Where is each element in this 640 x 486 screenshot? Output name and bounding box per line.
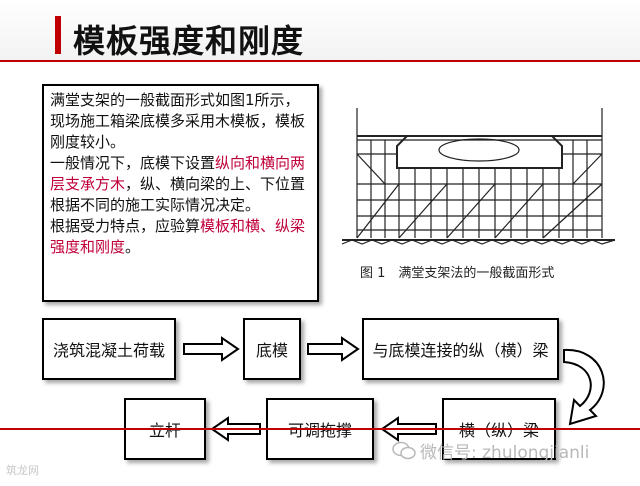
- figure-caption: 图 1 满堂支架法的一般截面形式: [360, 266, 555, 281]
- flow-step-label: 可调拖撑: [287, 421, 352, 440]
- site-logo: 筑龙网: [6, 464, 39, 477]
- highlighted-text: 纵向和横向两层支承方木: [50, 154, 306, 193]
- body-text: ，纵、横向梁的上、下位置根据不同的施工实际情况决定。: [50, 175, 306, 214]
- watermark-text: 微信号: zhulongjianli: [420, 443, 590, 463]
- flow-step-concrete-load: 浇筑混凝土荷载: [42, 318, 176, 380]
- flow-step-bottom-formwork: 底模: [243, 318, 301, 380]
- flow-step-connected-beam: 与底模连接的纵（横）梁: [362, 318, 559, 380]
- flow-step-label: 底模: [255, 341, 288, 360]
- flow-step-label: 立杆: [148, 421, 181, 440]
- highlighted-text: 模板和横、纵梁强度和刚度: [50, 217, 306, 256]
- description-paragraph: 满堂支架的一般截面形式如图1所示，现场施工箱梁底模多采用木模板，模板刚度较小。: [50, 90, 311, 153]
- title-accent-bar: [55, 16, 61, 54]
- flow-step-label: 横（纵）梁: [458, 421, 539, 440]
- description-paragraph: 一般情况下，底模下设置纵向和横向两层支承方木，纵、横向梁的上、下位置根据不同的施…: [50, 153, 311, 216]
- bottom-divider: [0, 428, 640, 430]
- scaffold-cross-section-figure: [341, 108, 616, 245]
- flow-step-label: 与底模连接的纵（横）梁: [372, 341, 549, 360]
- flow-step-label: 浇筑混凝土荷载: [52, 341, 165, 360]
- slide-title: 模板强度和刚度: [73, 22, 305, 60]
- body-text: 满堂支架的一般截面形式如图1所示，现场施工箱梁底模多采用木模板，模板刚度较小。: [50, 91, 306, 151]
- description-paragraph: 根据受力特点，应验算模板和横、纵梁强度和刚度。: [50, 216, 311, 258]
- body-text: 根据受力特点，应验算: [50, 217, 201, 235]
- body-text: 一般情况下，底模下设置: [50, 154, 216, 172]
- right-arrow-icon: [307, 336, 360, 362]
- wechat-icon: [392, 441, 416, 459]
- body-text: 。: [125, 238, 141, 256]
- curved-down-arrow-icon: [563, 348, 605, 426]
- watermark: 微信号: zhulongjianli: [392, 438, 589, 463]
- top-divider: [0, 60, 640, 62]
- title-bar: [0, 0, 640, 62]
- description-box: 满堂支架的一般截面形式如图1所示，现场施工箱梁底模多采用木模板，模板刚度较小。一…: [42, 84, 319, 302]
- right-arrow-icon: [183, 336, 240, 362]
